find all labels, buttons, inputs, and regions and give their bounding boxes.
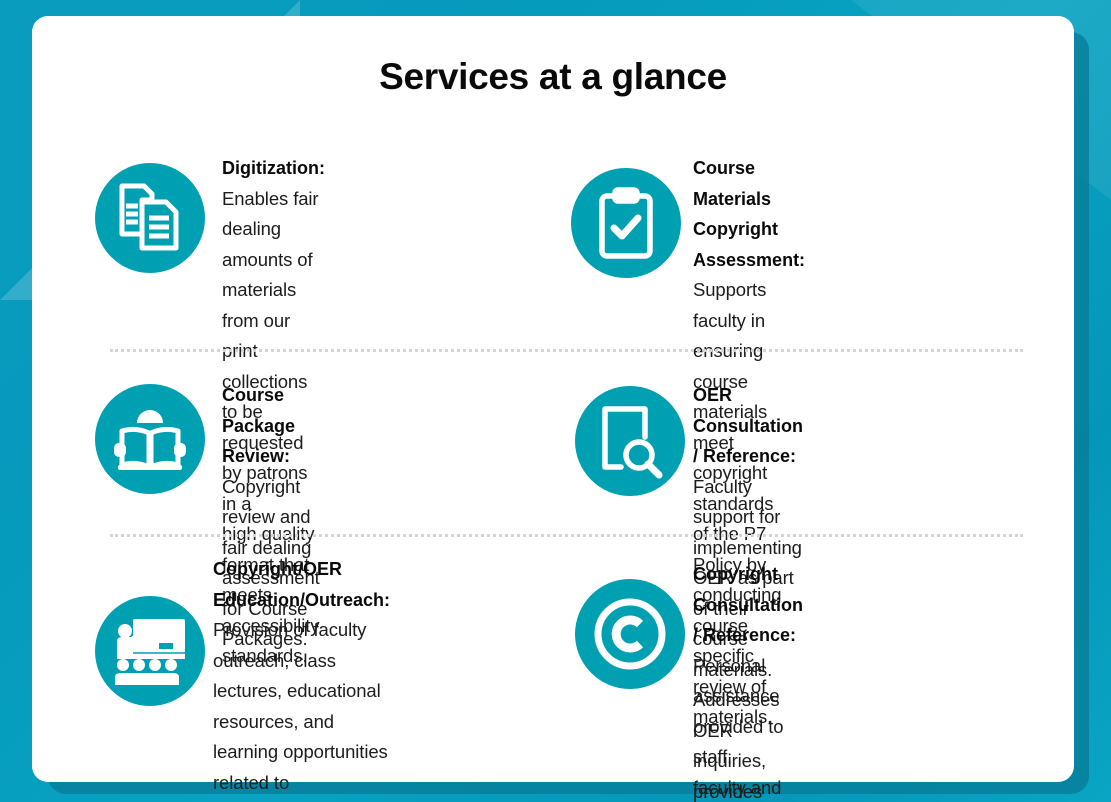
service-icon-circle bbox=[575, 579, 685, 689]
service-text: OER Consultation / Reference: Faculty su… bbox=[693, 380, 803, 802]
section-divider bbox=[110, 349, 1023, 352]
clipboard-check-icon bbox=[596, 186, 656, 260]
service-description: Personal assistance provided to staff, f… bbox=[693, 654, 784, 798]
page-title: Services at a glance bbox=[379, 56, 727, 97]
service-description: Enables fair dealing amounts of material… bbox=[222, 187, 320, 667]
document-search-icon bbox=[595, 403, 665, 479]
service-heading: Course Materials Copyright Assessment: bbox=[693, 158, 806, 270]
service-heading: Copyright/OER Education/Outreach: bbox=[213, 559, 391, 610]
service-icon-circle bbox=[575, 386, 685, 496]
section-divider bbox=[110, 534, 1023, 537]
service-icon-circle bbox=[571, 168, 681, 278]
service-text: Copyright Consultation / Reference: Pers… bbox=[693, 559, 803, 802]
services-card: Services at a glance Digitization: Enabl… bbox=[32, 16, 1074, 802]
service-text: Course Package Review: Copyright review … bbox=[222, 380, 320, 655]
service-description: Faculty support for implementing OER as … bbox=[693, 475, 802, 802]
service-icon-circle bbox=[95, 163, 205, 273]
service-text: Digitization: Enables fair dealing amoun… bbox=[222, 153, 325, 672]
service-description: Copyright review and fair dealing assess… bbox=[222, 475, 320, 650]
service-heading: Digitization: bbox=[222, 158, 325, 178]
service-heading: Course Package Review: bbox=[222, 385, 296, 466]
service-description: Provision of faculty outreach, class lec… bbox=[213, 619, 388, 793]
documents-icon bbox=[112, 180, 188, 256]
service-icon-circle bbox=[95, 384, 205, 494]
service-heading: OER Consultation / Reference: bbox=[693, 385, 803, 466]
copyright-icon bbox=[590, 594, 670, 674]
classroom-teacher-icon bbox=[111, 615, 189, 687]
service-heading: Copyright Consultation / Reference: bbox=[693, 564, 803, 645]
service-text: Copyright/OER Education/Outreach: Provis… bbox=[213, 554, 390, 802]
reader-book-icon bbox=[110, 405, 190, 473]
service-icon-circle bbox=[95, 596, 205, 706]
